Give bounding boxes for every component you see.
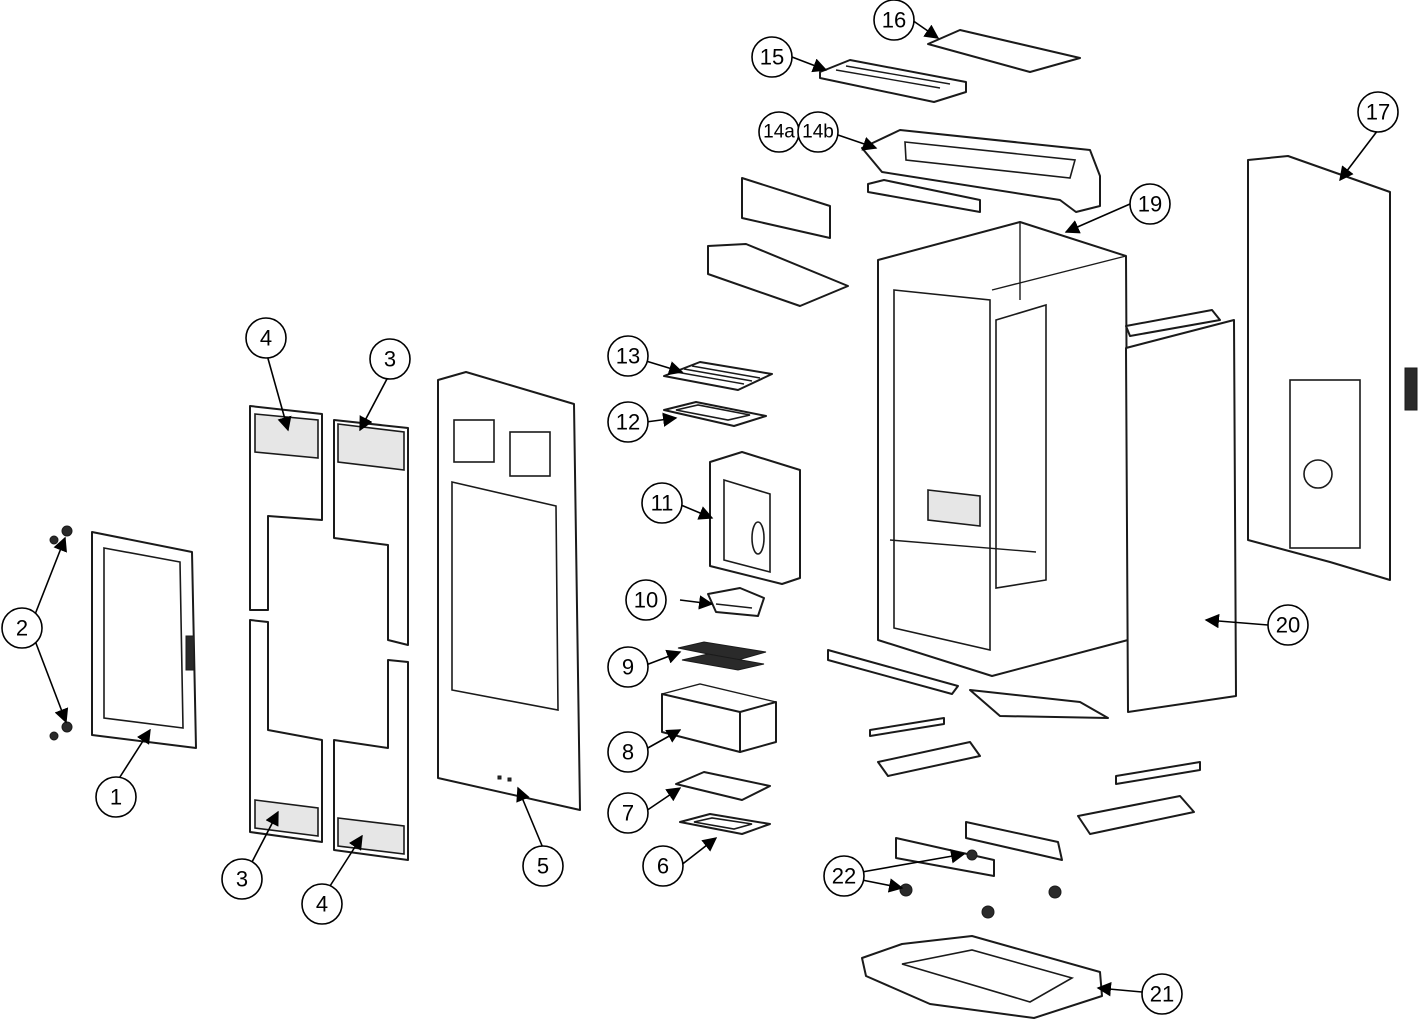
callout-17: 17 <box>1357 91 1399 133</box>
callout-label-16: 16 <box>882 8 906 33</box>
part-side-cover <box>1125 309 1237 713</box>
callout-22: 22 <box>823 855 865 897</box>
callout-label-21: 21 <box>1150 982 1174 1007</box>
part-feet-22 <box>899 849 1062 919</box>
callout-label-13: 13 <box>616 344 640 369</box>
callout-label-9: 9 <box>622 655 634 680</box>
callout-label-11: 11 <box>651 491 674 516</box>
part-side-panel-right <box>333 419 409 861</box>
callout-3-upper: 3 <box>369 338 411 380</box>
callout-label-7: 7 <box>622 801 634 826</box>
callout-label-20: 20 <box>1276 613 1300 638</box>
part-base-tray <box>861 935 1103 1019</box>
callout-label-12: 12 <box>616 410 640 435</box>
callout-12: 12 <box>607 401 649 443</box>
part-burner-10 <box>707 587 765 617</box>
part-firebox-11 <box>709 451 801 585</box>
callout-15: 15 <box>751 36 793 78</box>
part-glass-12 <box>663 401 767 427</box>
callout-label-4-lower: 4 <box>316 892 328 917</box>
part-top-grille-15 <box>819 59 967 103</box>
leader-lines <box>33 19 1379 997</box>
callout-19: 19 <box>1129 183 1171 225</box>
part-bracket-upper <box>707 177 849 307</box>
callout-16: 16 <box>873 0 915 41</box>
part-plate-7 <box>675 771 771 801</box>
part-door <box>91 531 197 749</box>
callout-label-14a: 14a <box>763 122 795 143</box>
callout-4-upper: 4 <box>245 317 287 359</box>
callout-14b: 14b <box>797 111 839 153</box>
callout-9: 9 <box>607 646 649 688</box>
part-grate-9 <box>677 641 767 671</box>
part-front-panel <box>437 371 581 811</box>
callout-label-15: 15 <box>760 45 784 70</box>
part-top-lid-16 <box>927 29 1081 73</box>
callout-14a: 14a <box>758 111 800 153</box>
callout-label-22: 22 <box>832 864 856 889</box>
callout-5: 5 <box>522 845 564 887</box>
callout-13: 13 <box>607 335 649 377</box>
part-box-8 <box>661 683 777 753</box>
part-gasket-6 <box>679 813 771 835</box>
callout-11: 11 <box>641 482 683 524</box>
callout-20: 20 <box>1267 604 1309 646</box>
part-rear-panel <box>1247 155 1418 581</box>
callout-label-8: 8 <box>622 740 634 765</box>
callout-label-3-upper: 3 <box>384 347 396 372</box>
part-heat-exchanger-13 <box>663 361 773 391</box>
callout-2: 2 <box>1 607 43 649</box>
callout-10: 10 <box>625 579 667 621</box>
part-top-cover-14 <box>861 129 1101 213</box>
callout-label-6: 6 <box>657 854 669 879</box>
callout-6: 6 <box>642 845 684 887</box>
callout-label-1: 1 <box>110 785 122 810</box>
callout-label-10: 10 <box>634 588 658 613</box>
part-side-panel-left <box>249 405 323 843</box>
callout-label-3-lower: 3 <box>236 867 248 892</box>
part-main-frame <box>877 221 1129 677</box>
callout-label-5: 5 <box>537 854 549 879</box>
callout-1: 1 <box>95 776 137 818</box>
callout-8: 8 <box>607 731 649 773</box>
callout-label-17: 17 <box>1366 100 1390 125</box>
callout-label-2: 2 <box>16 616 28 641</box>
callout-21: 21 <box>1141 973 1183 1015</box>
callout-label-14b: 14b <box>802 122 834 143</box>
callout-7: 7 <box>607 792 649 834</box>
callout-3-lower: 3 <box>221 858 263 900</box>
callout-label-19: 19 <box>1138 192 1162 217</box>
callout-4-lower: 4 <box>301 883 343 925</box>
callout-label-4-upper: 4 <box>260 326 272 351</box>
